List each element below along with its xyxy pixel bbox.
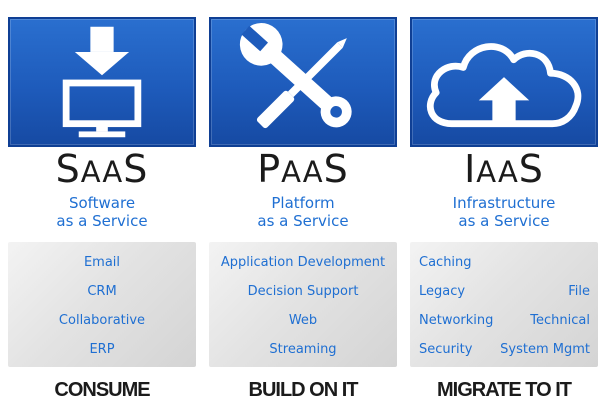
list-item: Decision Support [247,284,359,299]
saas-items-panel: Email CRM Collaborative ERP [8,242,196,367]
download-to-computer-icon [62,26,142,138]
paas-items-panel: Application Development Decision Support… [209,242,397,367]
list-item: ERP [89,342,115,357]
list-item: File [568,284,590,299]
iaas-acronym: IAAS [464,147,544,191]
list-item: Application Development [220,255,386,270]
list-item: Technical [530,313,590,328]
iaas-tile [410,17,598,147]
list-item: Email [83,255,121,270]
iaas-column: IAAS Infrastructure as a Service Caching… [410,0,598,420]
saas-tile [8,17,196,147]
iaas-full-name: Infrastructure as a Service [452,194,556,230]
list-item: Collaborative [58,313,146,328]
list-item: CRM [87,284,117,299]
paas-column: PAAS Platform as a Service Application D… [209,0,397,420]
paas-full-name: Platform as a Service [257,194,349,230]
cloud-upload-icon [426,43,582,128]
wrench-screwdriver-icon [239,23,352,129]
saas-full-name: Software as a Service [56,194,148,230]
paas-tile [209,17,397,147]
list-item: Web [288,313,318,328]
saas-acronym: SAAS [55,147,149,191]
iaas-action-label: MIGRATE TO IT [436,379,572,401]
list-item: Networking [419,313,494,328]
list-item: Streaming [269,342,337,357]
paas-acronym: PAAS [257,147,349,191]
list-item: Legacy [419,284,466,299]
list-item: Caching [419,255,472,270]
iaas-items-panel: Caching Legacy Networking Security File … [410,242,598,367]
list-item: System Mgmt [500,342,590,357]
list-item: Security [419,342,473,357]
saas-action-label: CONSUME [54,379,150,401]
saas-column: SAAS Software as a Service Email CRM Col… [8,0,196,420]
paas-action-label: BUILD ON IT [248,379,359,401]
